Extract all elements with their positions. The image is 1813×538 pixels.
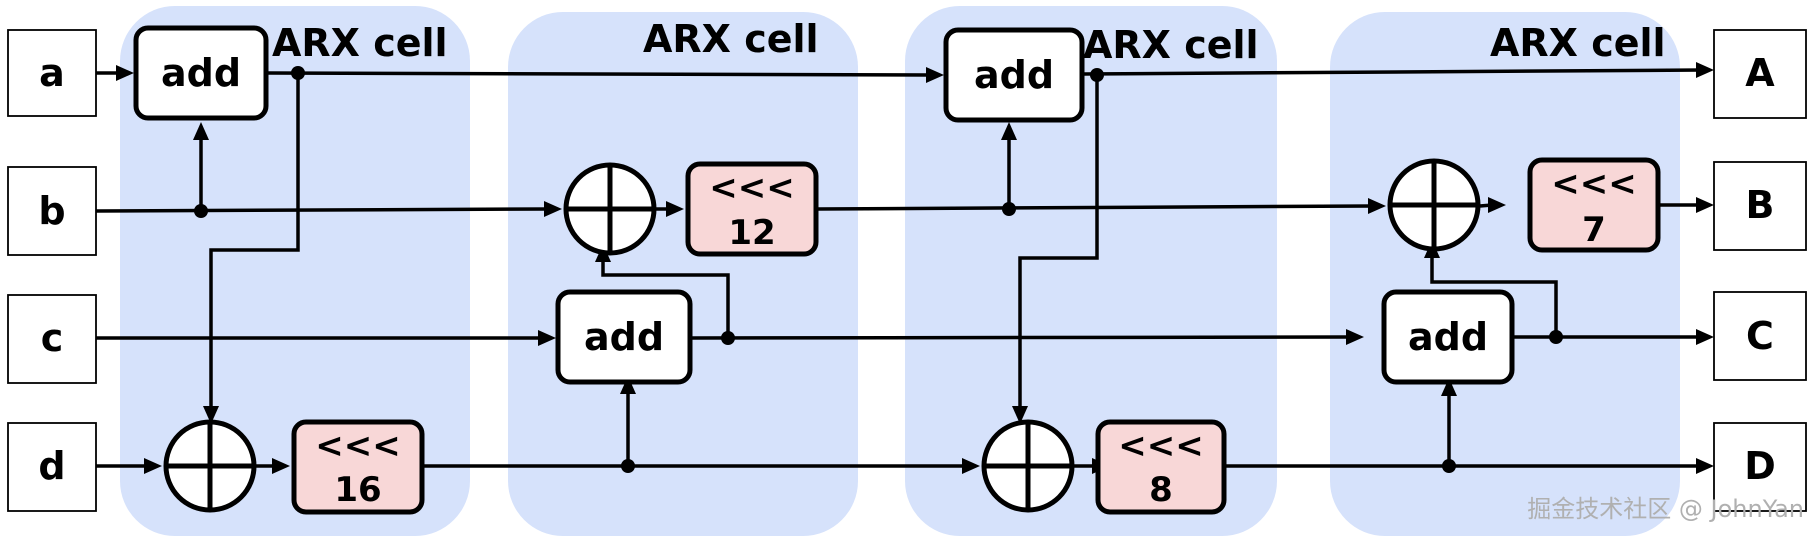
input-d-box: d bbox=[7, 422, 97, 512]
add-box-4-label: add bbox=[1408, 315, 1488, 359]
rotate-box-7-amount: 7 bbox=[1582, 210, 1606, 250]
rotate-box-12: <<< 12 bbox=[685, 161, 819, 257]
output-a-box: A bbox=[1713, 29, 1807, 119]
add-box-4: add bbox=[1381, 289, 1515, 385]
arrowheads bbox=[116, 62, 1714, 474]
input-b-label: b bbox=[38, 189, 65, 233]
rotate-box-12-amount: 12 bbox=[728, 213, 775, 253]
add-box-2-label: add bbox=[584, 315, 664, 359]
xor-node-4 bbox=[1387, 158, 1481, 252]
output-d-label: D bbox=[1744, 444, 1776, 488]
xor-node-1 bbox=[163, 419, 257, 513]
output-d-box: D bbox=[1713, 422, 1807, 512]
rotate-box-7-symbol: <<< bbox=[1551, 164, 1636, 204]
add-box-2: add bbox=[555, 289, 693, 385]
rotate-box-12-symbol: <<< bbox=[709, 168, 794, 208]
input-d-label: d bbox=[38, 444, 65, 488]
rotate-box-8-amount: 8 bbox=[1149, 470, 1173, 510]
rotate-box-16: <<< 16 bbox=[291, 419, 425, 515]
output-c-label: C bbox=[1746, 314, 1774, 358]
rotate-box-16-amount: 16 bbox=[334, 470, 381, 510]
rotate-box-8-symbol: <<< bbox=[1118, 426, 1203, 466]
arx-cell-3-title: ARX cell bbox=[1083, 23, 1259, 67]
junction-dots bbox=[194, 66, 1563, 473]
add-box-1-label: add bbox=[161, 51, 241, 95]
xor-node-2 bbox=[563, 162, 657, 256]
rotate-box-16-symbol: <<< bbox=[315, 426, 400, 466]
add-box-3: add bbox=[943, 27, 1085, 123]
arx-cell-3-background bbox=[905, 6, 1277, 536]
watermark-text: 掘金技术社区 @ JohnYan bbox=[1527, 495, 1804, 523]
arx-cell-1-title: ARX cell bbox=[272, 21, 448, 65]
input-b-box: b bbox=[7, 166, 97, 256]
rotate-box-8: <<< 8 bbox=[1095, 419, 1227, 515]
output-a-label: A bbox=[1745, 51, 1775, 95]
add-box-3-label: add bbox=[974, 53, 1054, 97]
rotate-box-7: <<< 7 bbox=[1527, 157, 1661, 253]
output-c-box: C bbox=[1713, 291, 1807, 381]
arx-cell-4-title: ARX cell bbox=[1490, 21, 1666, 65]
output-b-label: B bbox=[1746, 183, 1775, 227]
wires bbox=[95, 68, 1703, 468]
input-a-label: a bbox=[39, 51, 65, 95]
arx-cell-2-title: ARX cell bbox=[643, 17, 819, 61]
input-c-label: c bbox=[41, 316, 64, 360]
output-b-box: B bbox=[1713, 161, 1807, 251]
input-a-box: a bbox=[7, 29, 97, 117]
arx-cell-4-background bbox=[1330, 12, 1680, 536]
add-box-1: add bbox=[133, 25, 269, 121]
xor-node-3 bbox=[981, 419, 1075, 513]
input-c-box: c bbox=[7, 294, 97, 384]
